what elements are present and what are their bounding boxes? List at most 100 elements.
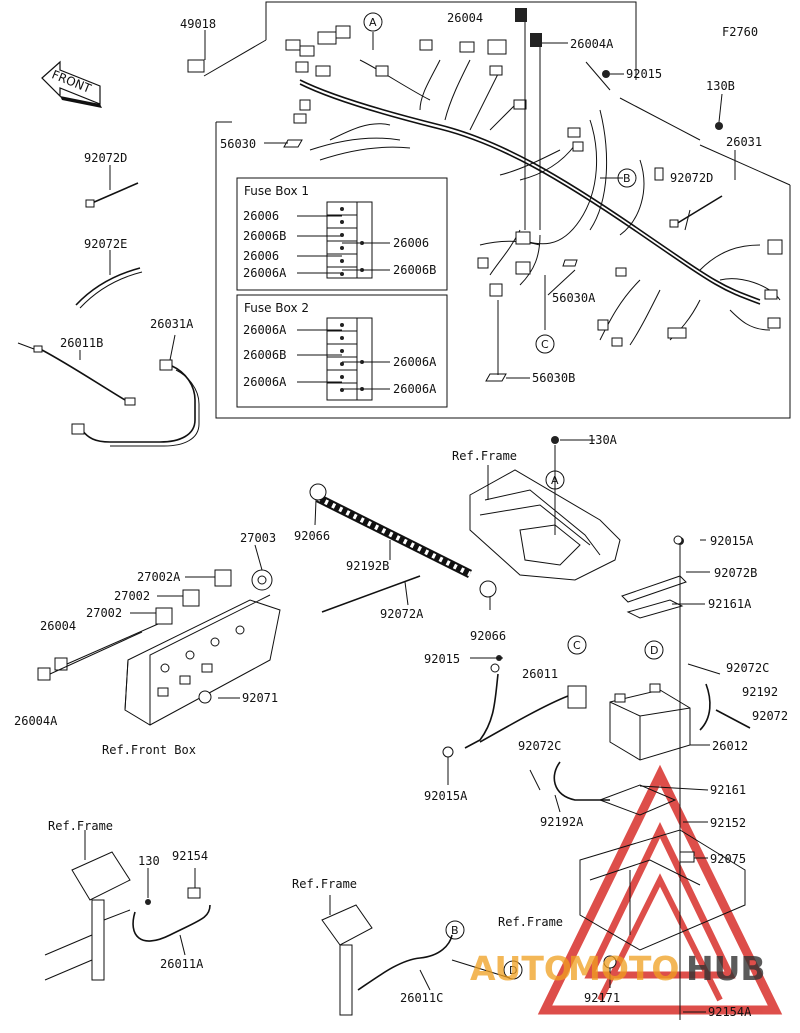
label-92075: 92075 — [710, 852, 746, 866]
callout-c-top: C — [541, 338, 549, 351]
fb2-right-0: 26006A — [393, 355, 437, 369]
fuse-26004 — [515, 8, 527, 22]
tie-92072D — [85, 182, 139, 208]
fuse-26004A — [530, 33, 542, 47]
label-92072C-right: 92072C — [726, 661, 769, 675]
relay-27003 — [251, 569, 273, 591]
callout-d-bottom: D — [509, 964, 517, 977]
label-92152: 92152 — [710, 816, 746, 830]
fb1-right-1: 26006B — [393, 263, 436, 277]
frame-bottom-mid — [321, 895, 373, 1016]
label-49018: 49018 — [180, 17, 216, 31]
fuse-26004A-left — [37, 667, 51, 681]
fuse-box-2 — [236, 294, 448, 408]
rod-92152 — [676, 537, 684, 1020]
fb2-left-0: 26006A — [243, 323, 287, 337]
label-27002A: 27002A — [137, 570, 181, 584]
fb1-left-1: 26006B — [243, 229, 286, 243]
fuse-box-labels: Fuse Box 1 26006 26006B 26006 26006A 260… — [243, 184, 437, 396]
label-92015A-top: 92015A — [710, 534, 754, 548]
label-92154A: 92154A — [708, 1005, 752, 1019]
callout-circles: A A B B C C D D — [363, 12, 664, 980]
callout-a-top: A — [369, 16, 377, 29]
fuse-26004-left — [54, 657, 68, 671]
label-56030: 56030 — [220, 137, 256, 151]
nut-92015 — [602, 70, 610, 78]
fb1-right-0: 26006 — [393, 236, 429, 250]
watermark-text: AUTO MOTO HUB — [470, 949, 766, 988]
callout-b-top: B — [623, 172, 631, 185]
battery-26012 — [609, 683, 691, 761]
label-26004A-top: 26004A — [570, 37, 614, 51]
label-92171: 92171 — [584, 991, 620, 1005]
label-92015-mid: 92015 — [424, 652, 460, 666]
fb1-left-0: 26006 — [243, 209, 279, 223]
leader-lines — [49, 22, 736, 1013]
label-56030B: 56030B — [532, 371, 575, 385]
label-92192A: 92192A — [540, 815, 584, 829]
label-92072A: 92072A — [380, 607, 424, 621]
clip-56030 — [283, 139, 303, 148]
label-92192: 92192 — [742, 685, 778, 699]
callout-d-top: D — [650, 644, 658, 657]
fb1-left-3: 26006A — [243, 266, 287, 280]
frame-bottom-left — [44, 830, 131, 981]
nut-92015A — [673, 535, 683, 545]
callout-a-frame: A — [551, 474, 559, 487]
fuse-box-2-title: Fuse Box 2 — [244, 301, 309, 315]
fb2-left-2: 26006A — [243, 375, 287, 389]
label-92161: 92161 — [710, 783, 746, 797]
cable-26011A — [132, 887, 211, 942]
label-92072D-left: 92072D — [84, 151, 127, 165]
tie-92072A — [321, 575, 421, 613]
relay-27002-1 — [182, 589, 200, 607]
frame-a-drawing — [469, 436, 621, 581]
tube-92192B — [309, 483, 497, 598]
fb2-right-1: 26006A — [393, 382, 437, 396]
label-92066-1: 92066 — [294, 529, 330, 543]
strap-92161A — [621, 575, 687, 619]
label-92072E: 92072E — [84, 237, 127, 251]
label-92015A-bottom: 92015A — [424, 789, 468, 803]
label-92072C-mid: 92072C — [518, 739, 561, 753]
label-130: 130 — [138, 854, 160, 868]
tie-92072E — [75, 267, 143, 309]
cable-92192A — [529, 761, 610, 801]
tie-92072 — [715, 709, 751, 729]
part-labels: 49018 26004 26004A 92015 130 B 26031 9207… — [14, 11, 788, 1019]
fb1-left-2: 26006 — [243, 249, 279, 263]
watermark-auto: AUTO — [470, 949, 572, 988]
label-92192B: 92192B — [346, 559, 389, 573]
washer-92075 — [679, 851, 695, 863]
front-arrow-icon — [41, 60, 102, 108]
tie-92072D-right — [669, 195, 723, 228]
label-27002-2: 27002 — [86, 606, 122, 620]
label-27003: 27003 — [240, 531, 276, 545]
connector-49018 — [187, 39, 267, 77]
label-92071: 92071 — [242, 691, 278, 705]
label-26011B: 26011B — [60, 336, 103, 350]
label-26004-left: 26004 — [40, 619, 76, 633]
bolt-130B — [715, 122, 723, 130]
cable-26011 — [442, 663, 587, 758]
ref-frame-4: Ref.Frame — [498, 915, 563, 929]
harness-box-outline — [265, 1, 637, 80]
label-26011: 26011 — [522, 667, 558, 681]
harness-connectors — [285, 25, 783, 347]
label-27002-1: 27002 — [114, 589, 150, 603]
relay-27002A — [214, 569, 232, 587]
label-92072D-right: 92072D — [670, 171, 713, 185]
fuse-box-1 — [236, 177, 448, 291]
label-26031: 26031 — [726, 135, 762, 149]
strap-92192 — [699, 683, 711, 731]
label-130A: 130A — [588, 433, 618, 447]
tie-92072C-right — [687, 663, 721, 675]
callout-c-mid: C — [573, 639, 581, 652]
watermark-hub: HUB — [686, 949, 766, 988]
ref-frame-3: Ref.Frame — [292, 877, 357, 891]
ref-front-box: Ref.Front Box — [102, 743, 196, 757]
figure-code: F2760 — [722, 25, 758, 39]
watermark-moto: MOTO — [568, 949, 679, 988]
